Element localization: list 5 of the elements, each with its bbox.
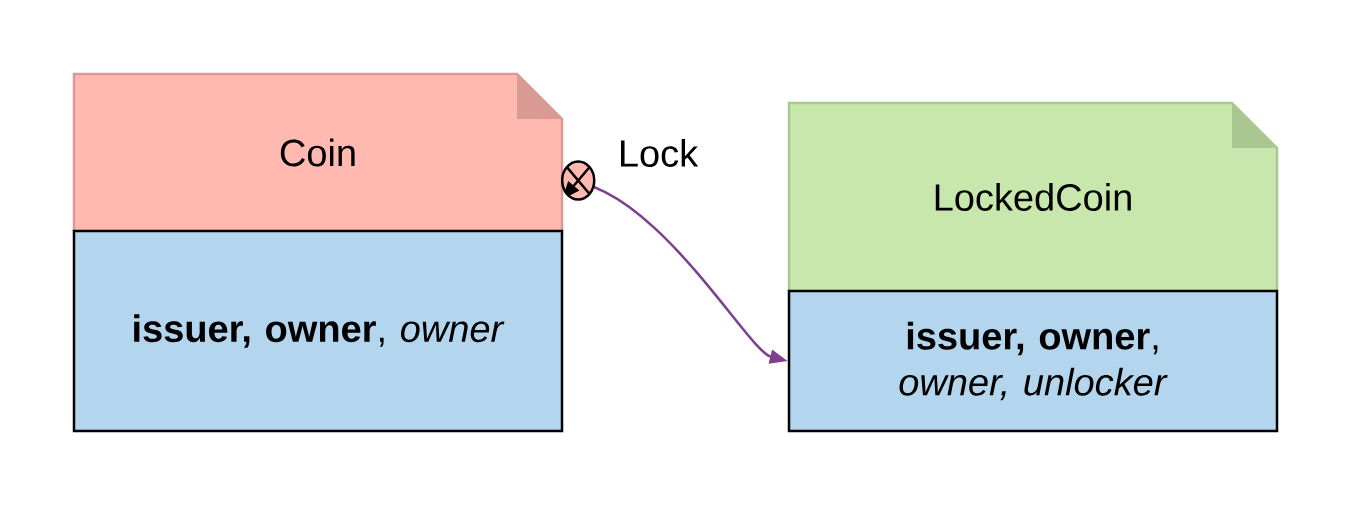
field-box: issuer, owner, owner, unlocker bbox=[787, 289, 1279, 433]
note-header: Coin bbox=[72, 72, 564, 231]
note-header: LockedCoin bbox=[787, 101, 1279, 291]
field-box: issuer, owner, owner bbox=[72, 229, 564, 433]
edge-label: Lock bbox=[616, 138, 700, 168]
